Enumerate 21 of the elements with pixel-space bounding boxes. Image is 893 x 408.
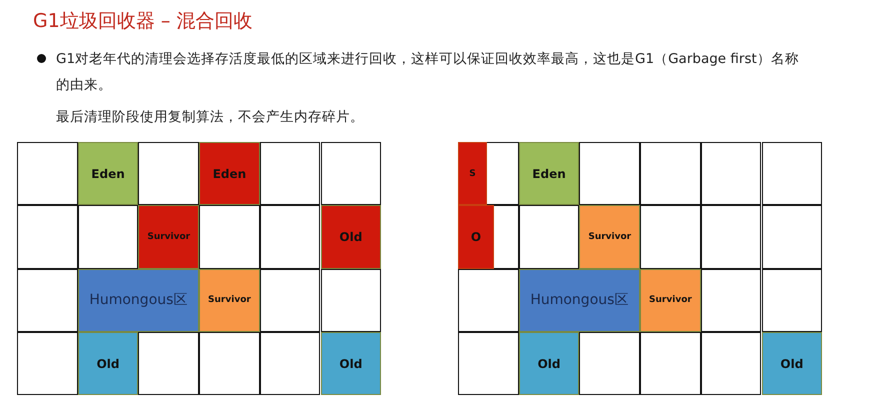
slide-title: G1垃圾回收器 – 混合回收 [33,9,252,34]
heap-region: Survivor [138,205,200,269]
heap-region: Survivor [199,268,260,332]
heap-region: Old [320,332,382,396]
heap-region: Old [78,332,138,396]
heap-region: Humongous区 [518,268,640,332]
heap-region: Eden [78,142,138,206]
heap-region: Old [518,332,580,396]
heap-region: S [458,142,487,206]
heap-region: Eden [199,142,260,206]
bullet-text: 最后清理阶段使用复制算法，不会产生内存碎片。 [56,108,365,127]
heap-region: Old [762,332,822,396]
empty-region [579,332,640,396]
heap-region: Survivor [640,268,701,332]
empty-region [138,332,200,396]
heap-region: O [458,205,494,269]
bullet-text: G1对老年代的清理会选择存活度最低的区域来进行回收，这样可以保证回收效率最高，这也是G1（Garbage first）名称的由来。 [56,50,800,95]
heap-region: Eden [518,142,580,206]
heap-region: Old [320,205,382,269]
heap-region: Humongous区 [78,268,200,332]
heap-region: Survivor [579,205,640,269]
